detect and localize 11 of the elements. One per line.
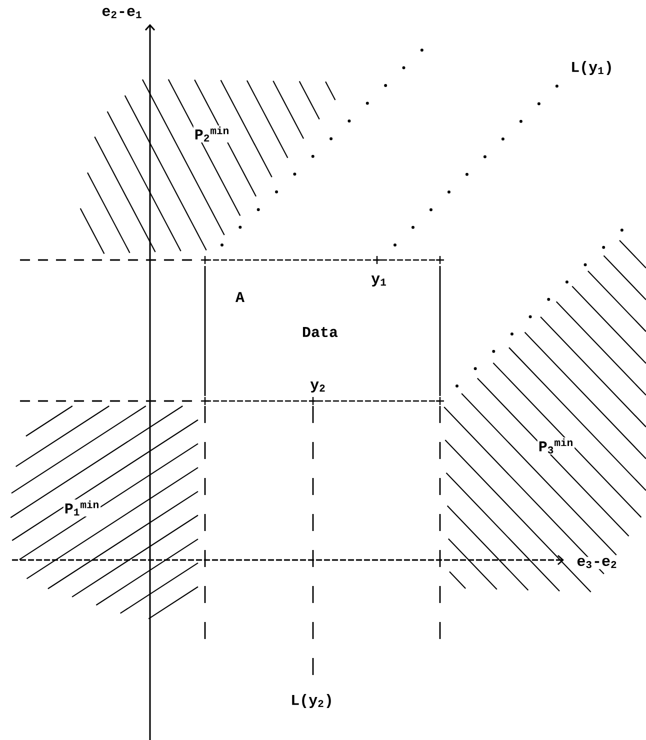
point-label: y$_{1}$ <box>370 274 388 288</box>
region-label: Data <box>301 326 339 338</box>
line-label: L(y$_{1}$) <box>570 60 614 76</box>
axis-label: e$_{3}$-e$_{2}$ <box>576 556 618 570</box>
point-label: y$_{2}$ <box>309 380 327 394</box>
axis-label: e$_{2}$-e$_{1}$ <box>100 6 144 20</box>
region-label: P$_{3}$min <box>537 437 575 455</box>
point-label: A <box>234 291 246 303</box>
line-label: L(y$_{2}$) <box>290 693 334 709</box>
region-label: P$_{2}$min <box>193 126 231 142</box>
region-label: P$_{1}$min <box>63 500 101 516</box>
